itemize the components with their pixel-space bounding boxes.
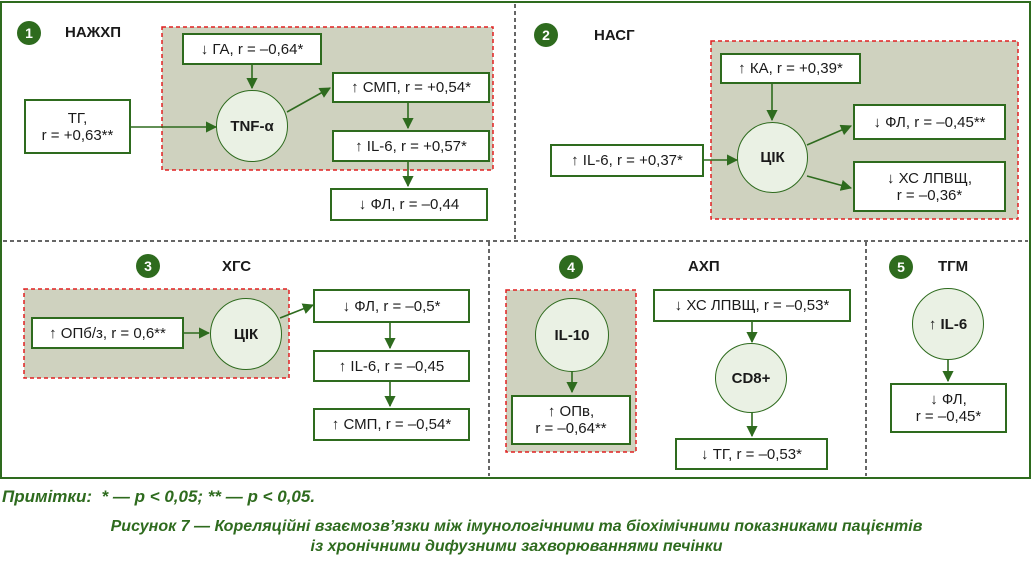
panel-number-1: 1 bbox=[17, 21, 41, 45]
caption-line-1: Рисунок 7 — Кореляційні взаємозв’язки мі… bbox=[110, 518, 923, 535]
tg-node: ТГ, r = +0,63** bbox=[24, 99, 131, 154]
il10-circle: IL-10 bbox=[535, 298, 609, 372]
arrow bbox=[806, 124, 853, 146]
panel-title-tgm: ТГМ bbox=[938, 258, 969, 275]
fl-label-line1: ↓ ФЛ, bbox=[930, 391, 967, 408]
notes: Примітки: * — p < 0,05; ** — p < 0,05. bbox=[2, 487, 316, 506]
caption-line-2: із хронічними дифузними захворюваннями п… bbox=[310, 538, 723, 555]
hs-lpvshch-node: ↓ ХС ЛПВЩ, r = –0,36* bbox=[853, 161, 1006, 212]
tg-label-line1: ТГ, bbox=[67, 109, 88, 127]
figure-caption: Рисунок 7 — Кореляційні взаємозв’язки мі… bbox=[0, 517, 1033, 557]
panel-title-khgs: ХГС bbox=[222, 258, 252, 275]
fl-node: ↓ ФЛ, r = –0,44 bbox=[330, 188, 488, 221]
fl-node: ↓ ФЛ, r = –0,45** bbox=[853, 104, 1006, 140]
smp-node: ↑ СМП, r = +0,54* bbox=[332, 72, 490, 103]
opv-label-line1: ↑ ОПв, bbox=[547, 403, 595, 420]
fl-node: ↓ ФЛ, r = –0,45* bbox=[890, 383, 1007, 433]
panel-number-5: 5 bbox=[889, 255, 913, 279]
cik-circle: ЦІК bbox=[737, 122, 808, 193]
panel-title-akhp: АХП bbox=[688, 258, 720, 275]
opv-node: ↑ ОПв, r = –0,64** bbox=[511, 395, 631, 445]
panel-number-3: 3 bbox=[136, 254, 160, 278]
panel-title-nasg: НАСГ bbox=[594, 27, 635, 44]
cik-circle: ЦІК bbox=[210, 298, 282, 370]
tg-node: ↓ ТГ, r = –0,53* bbox=[675, 438, 828, 470]
il6-circle: ↑ IL-6 bbox=[912, 288, 984, 360]
ga-node: ↓ ГА, r = –0,64* bbox=[182, 33, 322, 65]
hs-label-line2: r = –0,36* bbox=[896, 186, 963, 204]
il6-node: ↑ IL-6, r = +0,57* bbox=[332, 130, 490, 162]
il6-node: ↑ IL-6, r = –0,45 bbox=[313, 350, 470, 382]
arrow bbox=[806, 175, 853, 191]
fl-label-line2: r = –0,45* bbox=[915, 408, 982, 425]
panel-title-nazhkhp: НАЖХП bbox=[65, 24, 122, 41]
figure: 1 НАЖХП ТГ, r = +0,63** ↓ ГА, r = –0,64*… bbox=[0, 1, 1031, 479]
hs-label-line1: ↓ ХС ЛПВЩ, bbox=[886, 169, 973, 187]
arrow bbox=[279, 303, 315, 319]
cd8-circle: CD8+ bbox=[715, 343, 787, 413]
op-node: ↑ ОПб/з, r = 0,6** bbox=[31, 317, 184, 349]
fl-node: ↓ ФЛ, r = –0,5* bbox=[313, 289, 470, 323]
arrows bbox=[131, 65, 954, 438]
ka-node: ↑ КА, r = +0,39* bbox=[720, 53, 861, 84]
hs-lpvshch-node: ↓ ХС ЛПВЩ, r = –0,53* bbox=[653, 289, 851, 322]
arrow bbox=[286, 87, 331, 113]
il6-node: ↑ IL-6, r = +0,37* bbox=[550, 144, 704, 177]
tg-label-line2: r = +0,63** bbox=[41, 126, 114, 144]
panel-number-2: 2 bbox=[534, 23, 558, 47]
opv-label-line2: r = –0,64** bbox=[535, 420, 607, 437]
tnf-alpha-circle: TNF-α bbox=[216, 90, 288, 162]
panel-number-4: 4 bbox=[559, 255, 583, 279]
smp-node: ↑ СМП, r = –0,54* bbox=[313, 408, 470, 441]
